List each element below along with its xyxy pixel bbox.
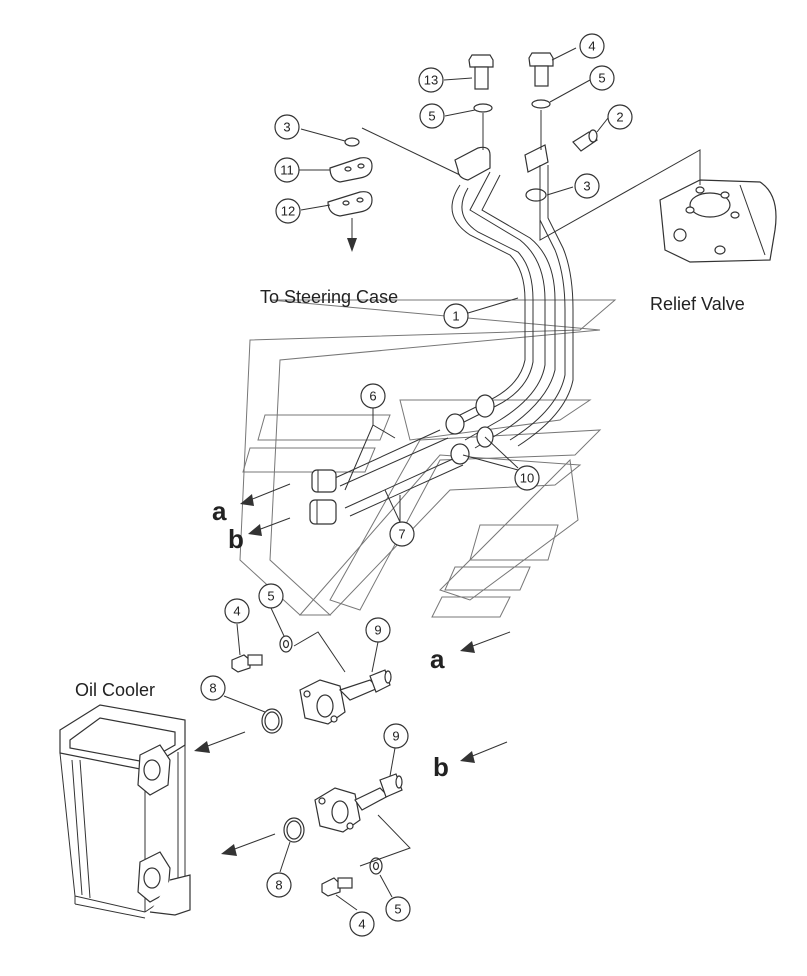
washer-5-right [531,99,551,109]
callout-13: 13 [418,67,444,93]
callout-3-right: 3 [574,173,600,199]
svg-text:5: 5 [394,902,401,917]
svg-text:3: 3 [283,120,290,135]
svg-text:8: 8 [275,878,282,893]
bolt-13 [468,54,494,90]
callout-7: 7 [389,521,415,547]
plug-2 [572,129,598,152]
frame-panels [239,299,617,618]
callout-5-top-left: 5 [419,103,445,129]
svg-text:10: 10 [520,471,534,486]
lower-flange-assembly [221,741,508,911]
callout-12: 12 [275,198,301,224]
bolt-4-bottom [321,877,358,911]
callout-11: 11 [274,157,300,183]
callout-5-bottom: 5 [385,896,411,922]
svg-text:13: 13 [424,73,438,88]
svg-text:11: 11 [280,163,294,178]
callout-4-bottom: 4 [349,911,375,937]
callout-2: 2 [607,104,633,130]
arrow-to-cooler-lower [231,833,276,851]
arrow-a-right [469,631,511,648]
hydraulic-pipes [334,165,574,517]
top-fittings [327,52,598,252]
label-oil-cooler: Oil Cooler [75,680,155,700]
callout-6: 6 [360,383,386,409]
svg-text:5: 5 [598,71,605,86]
arrow-to-cooler-upper [204,731,246,748]
svg-text:3: 3 [583,179,590,194]
svg-text:4: 4 [233,604,240,619]
callout-4-top: 4 [579,33,605,59]
letter-a-lower: a [430,644,445,674]
callout-5-top-right: 5 [589,65,615,91]
svg-text:5: 5 [428,109,435,124]
letter-b-lower: b [433,752,449,782]
flange-9-lower [314,747,403,833]
svg-text:4: 4 [588,39,595,54]
o-ring-3-right [525,188,547,202]
svg-text:12: 12 [281,204,295,219]
flow-arrows-upper [240,483,291,536]
plate-11 [329,157,373,183]
relief-valve [659,179,777,263]
label-relief-valve: Relief Valve [650,294,745,314]
oil-cooler [59,704,191,919]
relief-valve-leader [539,149,701,241]
callout-8-lower: 8 [266,872,292,898]
arrow-b-right [469,741,508,758]
callout-5-mid: 5 [258,583,284,609]
svg-text:4: 4 [358,917,365,932]
callout-3-left: 3 [274,114,300,140]
callout-9-upper: 9 [365,617,391,643]
svg-text:7: 7 [398,527,405,542]
letter-a-upper: a [212,496,227,526]
callout-10: 10 [514,465,540,491]
svg-text:9: 9 [374,623,381,638]
letter-b-upper: b [228,524,244,554]
bolt-4-top [528,52,554,87]
washer-5-left [473,103,493,113]
svg-text:9: 9 [392,729,399,744]
plate-12 [327,191,373,217]
callout-8-upper: 8 [200,675,226,701]
pipe-flange-left [454,146,491,181]
callouts: 13 4 5 5 2 3 3 11 12 1 6 10 7 4 5 9 8 9 … [200,33,633,937]
callout-9-lower: 9 [383,723,409,749]
leader-lines [299,47,609,523]
svg-text:6: 6 [369,389,376,404]
svg-text:5: 5 [267,589,274,604]
callout-1: 1 [443,303,469,329]
flange-9-upper [299,641,392,725]
upper-flange-assembly [194,607,511,753]
o-ring-3-left [344,137,360,147]
pipe-flange-right [524,144,549,173]
pipe-fittings [309,394,495,525]
svg-text:8: 8 [209,681,216,696]
svg-text:1: 1 [452,309,459,324]
bolt-4-mid [231,623,263,673]
label-to-steering-case: To Steering Case [260,287,398,307]
callout-4-mid: 4 [224,598,250,624]
svg-text:2: 2 [616,110,623,125]
arrow-down-icon [347,218,357,252]
